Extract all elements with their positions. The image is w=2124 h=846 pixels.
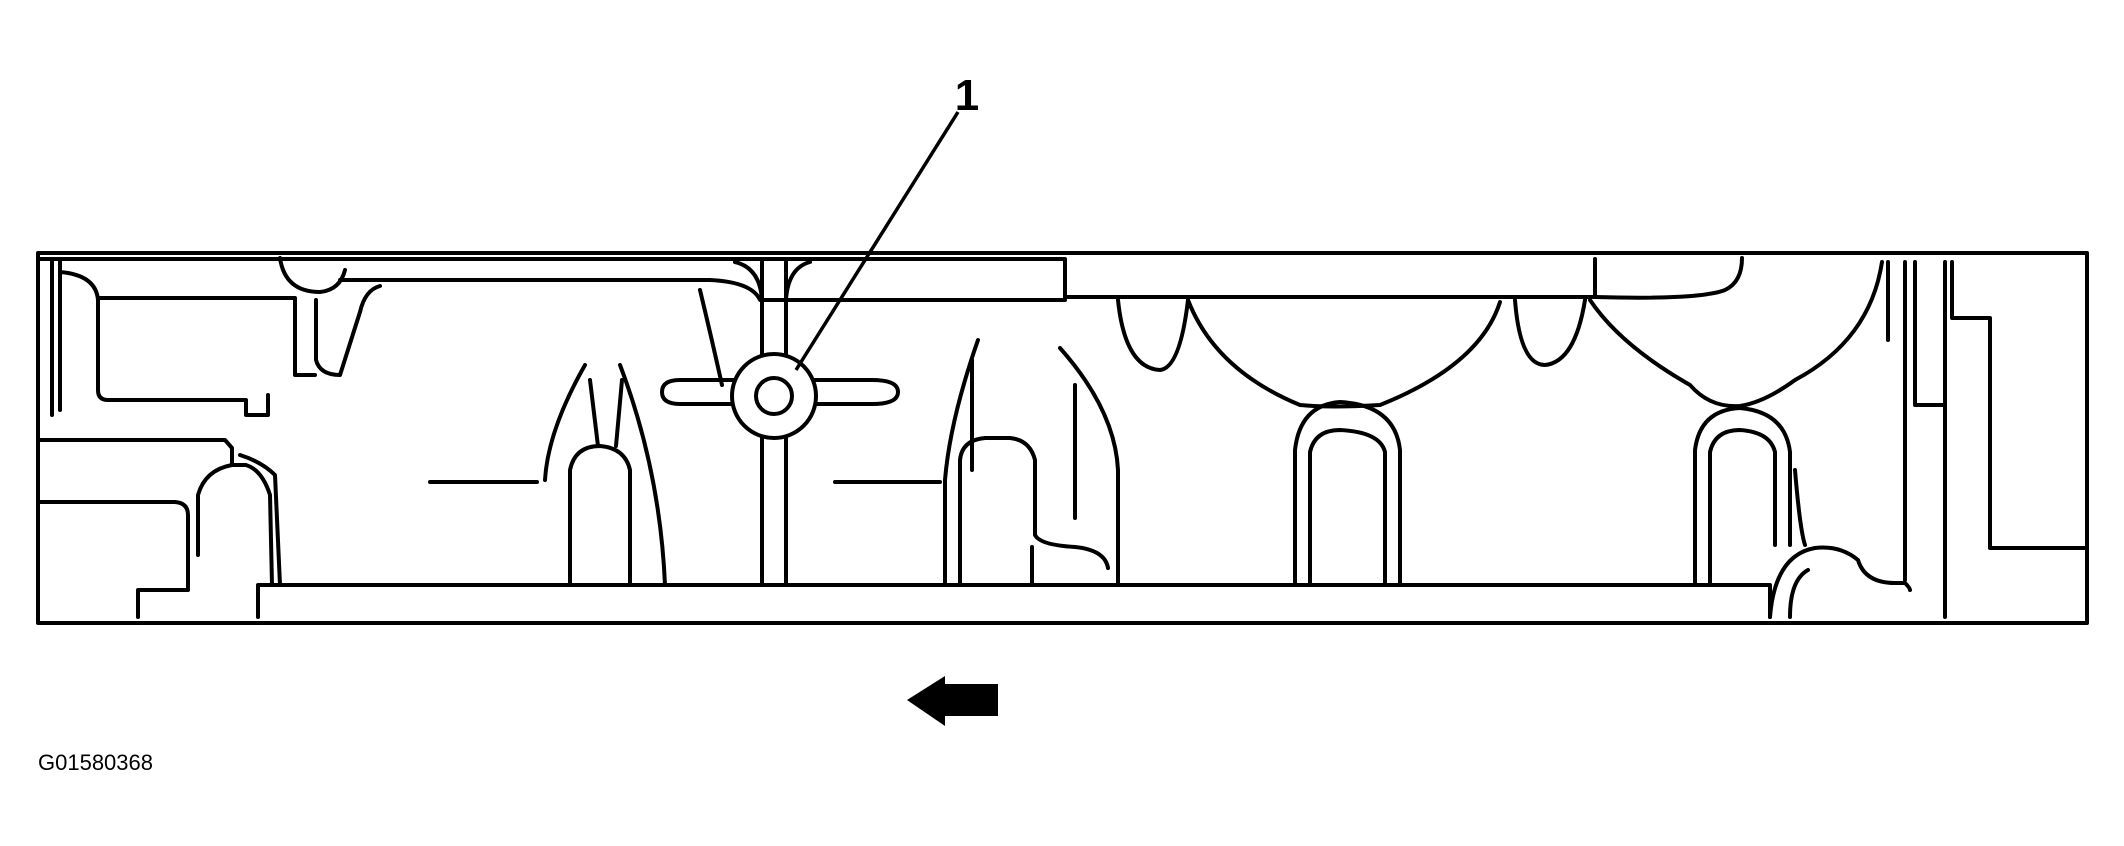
callout-label-1: 1 (955, 71, 979, 120)
left-web (314, 284, 382, 377)
right-column-a (1886, 260, 1907, 582)
right-boss (1768, 545, 1912, 619)
left-upper-lobe (278, 256, 347, 294)
rib-a-inner (618, 363, 667, 587)
arrow-left-icon (907, 676, 998, 726)
right-column-b (1913, 260, 1947, 619)
oil-passage-inner (754, 376, 794, 416)
arch-3-lobe-left (1116, 298, 1190, 372)
arch-3-sweep (1186, 298, 1502, 409)
left-bore-arch (196, 463, 274, 587)
arch-4-right (1793, 468, 1807, 547)
figure-id: G01580368 (38, 750, 153, 775)
left-plug-face (96, 296, 317, 377)
callout-leader (794, 111, 960, 371)
arch-4-sweep (1588, 260, 1884, 409)
top-inner-edge (338, 278, 1067, 302)
arch-3-slot-outer (1293, 400, 1402, 587)
rib-b-sweep (1058, 346, 1120, 587)
cross-slot (660, 378, 900, 406)
arch-3-slot-inner (1308, 428, 1387, 587)
right-column-c (1950, 260, 2089, 550)
left-bore-arch-inner (238, 453, 282, 587)
center-web-left (698, 288, 724, 387)
rib-a-slot (568, 444, 632, 587)
top-right-lobe (1593, 256, 1744, 300)
top-band (36, 257, 1597, 299)
oil-passage-outer (730, 352, 818, 440)
center-post (760, 260, 788, 587)
rib-a-outer (543, 363, 587, 482)
arch-3-lobe-right (1513, 298, 1587, 367)
outer-frame (36, 251, 2089, 625)
left-lower-block (36, 438, 234, 619)
rib-a-center (588, 378, 624, 448)
center-post-top (733, 260, 812, 302)
left-plug (50, 260, 270, 417)
housing-casting (36, 251, 2089, 625)
arch-4-slot-outer (1693, 406, 1792, 587)
arch-4-slot-inner (1708, 428, 1777, 587)
bottom-rail (256, 583, 1772, 619)
